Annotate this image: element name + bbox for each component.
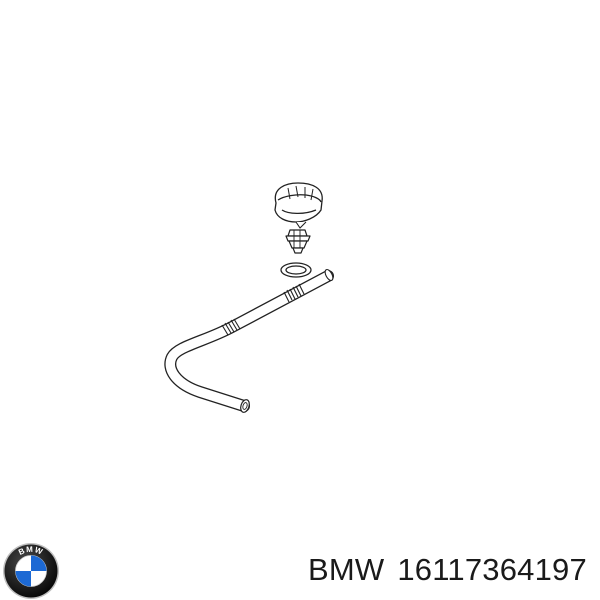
- o-ring-seal: [280, 262, 312, 278]
- filler-vent-tube: [164, 268, 334, 413]
- bmw-logo-icon: BMW: [3, 543, 59, 599]
- fuel-filler-cap: [274, 182, 323, 229]
- svg-text:BMW: BMW: [17, 545, 45, 557]
- brand-name: BMW: [308, 552, 385, 587]
- part-caption: BMW 16117364197: [308, 552, 587, 588]
- cap-valve-insert: [285, 229, 311, 254]
- part-number: 16117364197: [397, 552, 587, 587]
